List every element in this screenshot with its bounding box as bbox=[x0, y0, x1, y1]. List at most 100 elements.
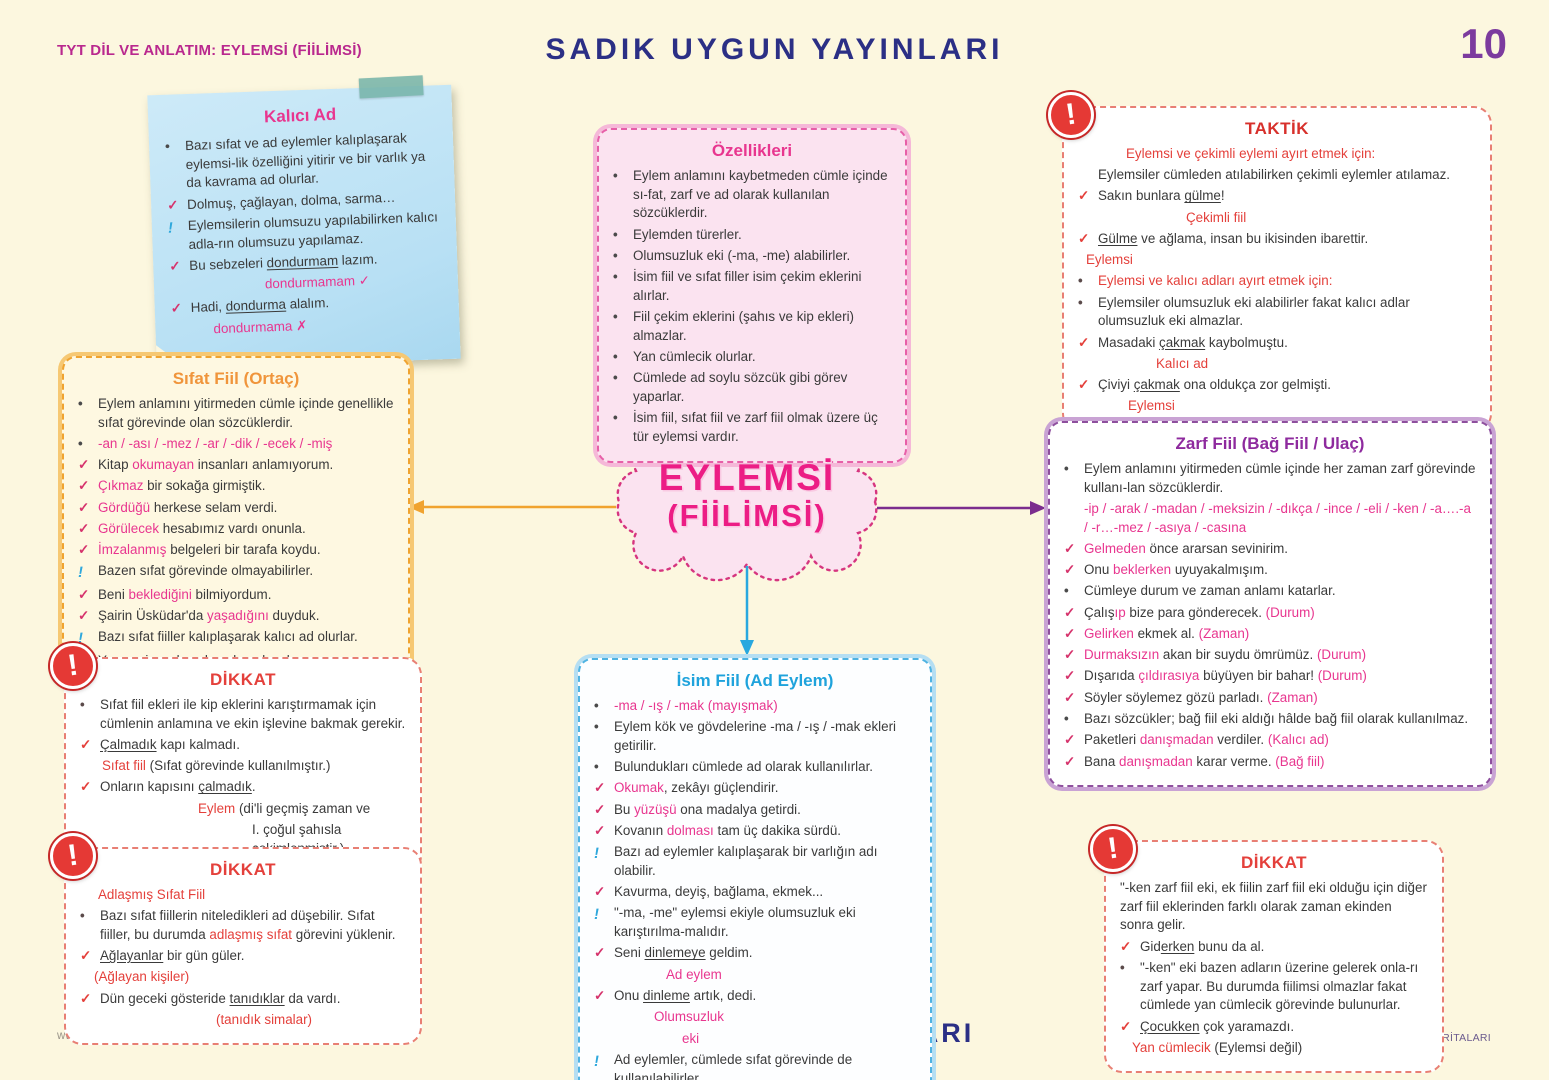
line-text: Onu dinleme artık, dedi. bbox=[614, 988, 757, 1004]
line-text: Bazı sıfat fiiller kalıplaşarak kalıcı a… bbox=[98, 629, 358, 645]
sticky-note-kalici-ad: Kalıcı Ad •Bazı sıfat ve ad eylemler kal… bbox=[147, 75, 461, 370]
line-text: Cümlede ad soylu sözcük gibi görev yapar… bbox=[633, 370, 848, 405]
text-line: •Eylem anlamını kaybetmeden cümle içinde… bbox=[613, 167, 891, 223]
line-text: -an / -ası / -mez / -ar / -dik / -ecek /… bbox=[98, 435, 333, 451]
check-icon: ✓ bbox=[78, 586, 90, 602]
text-line: ✓Paketleri danışmadan verdiler. (Kalıcı … bbox=[1064, 731, 1476, 750]
line-text: Eylem anlamını yitirmeden cümle içinde g… bbox=[98, 395, 394, 430]
line-text: Çalışıp bize para gönderecek. (Durum) bbox=[1084, 604, 1315, 620]
line-text: Kovanın dolması tam üç dakika sürdü. bbox=[614, 822, 842, 838]
text-line: Olumsuzluk bbox=[594, 1008, 916, 1027]
line-text: İsim fiil, sıfat fiil ve zarf fiil olmak… bbox=[633, 410, 878, 445]
box-taktik-title: TAKTİK bbox=[1244, 119, 1310, 138]
bullet-icon: • bbox=[78, 435, 83, 451]
warn-icon: ! bbox=[76, 564, 85, 582]
central-topic-label: EYLEMSİ (FİİLİMSİ) bbox=[617, 457, 877, 533]
check-icon: ✓ bbox=[78, 542, 90, 558]
text-line: • -an / -ası / -mez / -ar / -dik / -ecek … bbox=[78, 435, 394, 454]
text-line: ✓Masadaki çakmak kaybolmuştu. bbox=[1078, 334, 1476, 353]
check-icon: ✓ bbox=[1064, 540, 1076, 556]
warn-icon: ! bbox=[592, 1052, 601, 1070]
box-dikkat-3-body: "-ken zarf fiil eki, ek fiilin zarf fiil… bbox=[1120, 879, 1428, 1058]
text-line: ✓Gelmeden önce ararsan sevinirim. bbox=[1064, 540, 1476, 559]
bullet-icon: • bbox=[78, 395, 83, 411]
line-text: (tanıdık simalar) bbox=[216, 1011, 312, 1027]
line-text: Bana danışmadan karar verme. (Bağ fiil) bbox=[1084, 753, 1325, 769]
line-text: Bazen sıfat görevinde olmayabilirler. bbox=[98, 563, 314, 579]
check-icon: ✓ bbox=[1064, 562, 1076, 578]
box-zarf-fiil-title: Zarf Fiil (Bağ Fiil / Ulaç) bbox=[1175, 434, 1365, 453]
text-line: •Yan cümlecik olurlar. bbox=[613, 348, 891, 367]
text-line: !Ad eylemler, cümlede sıfat görevinde de… bbox=[592, 1051, 916, 1080]
line-text: Durmaksızın akan bir suydu ömrümüz. (Dur… bbox=[1084, 647, 1367, 663]
text-line: Eylem (di'li geçmiş zaman ve bbox=[80, 800, 406, 819]
line-text: Eylemsilerin olumsuzu yapılabilirken kal… bbox=[187, 209, 439, 252]
bullet-icon: • bbox=[613, 370, 618, 386]
text-line: •-ma / -ış / -mak (mayışmak) bbox=[594, 697, 916, 716]
sticky-note-body: •Bazı sıfat ve ad eylemler kalıplaşarak … bbox=[165, 128, 444, 340]
line-text: Eylem (di'li geçmiş zaman ve bbox=[198, 800, 371, 816]
text-line: ✓Kovanın dolması tam üç dakika sürdü. bbox=[594, 822, 916, 841]
text-line: ✓Kavurma, deyiş, bağlama, ekmek... bbox=[594, 883, 916, 902]
line-text: Söyler söylemez gözü parladı. (Zaman) bbox=[1084, 689, 1318, 705]
check-icon: ✓ bbox=[1120, 938, 1132, 954]
text-line: ✓Onların kapısını çalmadık. bbox=[80, 778, 406, 797]
bullet-icon: • bbox=[1120, 959, 1125, 975]
line-text: Bazı sıfat ve ad eylemler kalıplaşarak e… bbox=[184, 130, 426, 191]
bullet-icon: • bbox=[594, 719, 599, 735]
line-text: Paketleri danışmadan verdiler. (Kalıcı a… bbox=[1084, 732, 1329, 748]
check-icon: ✓ bbox=[80, 990, 92, 1006]
check-icon: ✓ bbox=[78, 608, 90, 624]
box-dikkat-3: ! DİKKAT "-ken zarf fiil eki, ek fiilin … bbox=[1090, 826, 1444, 1074]
line-text: Bu yüzüşü ona madalya getirdi. bbox=[614, 801, 801, 817]
line-text: Gülme ve ağlama, insan bu ikisinden ibar… bbox=[1098, 230, 1369, 246]
tape-icon bbox=[358, 75, 424, 99]
text-line: !Bazı ad eylemler kalıplaşarak bir varlı… bbox=[593, 843, 916, 881]
check-icon: ✓ bbox=[80, 948, 92, 964]
check-icon: ✓ bbox=[78, 457, 90, 473]
line-text: Sıfat fiil (Sıfat görevinde kullanılmışt… bbox=[102, 758, 331, 774]
line-text: Görülecek hesabımız vardı onunla. bbox=[98, 520, 306, 536]
line-text: Eylem kök ve gövdelerine -ma / -ış / -ma… bbox=[614, 719, 897, 753]
text-line: ✓Çalışıp bize para gönderecek. (Durum) bbox=[1064, 604, 1476, 623]
line-text: Çalmadık kapı kalmadı. bbox=[100, 736, 240, 752]
bullet-icon: • bbox=[613, 269, 618, 285]
check-icon: ✓ bbox=[78, 499, 90, 515]
publisher-brand-top: SADIK UYGUN YAYINLARI bbox=[545, 33, 1004, 66]
line-text: -ma / -ış / -mak (mayışmak) bbox=[614, 697, 778, 713]
check-icon: ✓ bbox=[78, 478, 90, 494]
line-text: Gelirken ekmek al. (Zaman) bbox=[1084, 625, 1250, 641]
text-line: Kalıcı ad bbox=[1078, 355, 1476, 374]
text-line: ✓Söyler söylemez gözü parladı. (Zaman) bbox=[1064, 689, 1476, 708]
line-text: İmzalanmış belgeleri bir tarafa koydu. bbox=[98, 542, 321, 558]
text-line: (tanıdık simalar) bbox=[80, 1011, 406, 1030]
text-line: ✓Çocukken çok yaramazdı. bbox=[1120, 1018, 1428, 1037]
text-line: "-ken zarf fiil eki, ek fiilin zarf fiil… bbox=[1120, 879, 1428, 935]
check-icon: ✓ bbox=[80, 736, 92, 752]
sticky-note-title: Kalıcı Ad bbox=[263, 104, 337, 127]
text-line: (Ağlayan kişiler) bbox=[80, 968, 406, 987]
check-icon: ✓ bbox=[1064, 625, 1076, 641]
check-icon: ✓ bbox=[594, 988, 606, 1004]
text-line: ✓ Çalmadık kapı kalmadı. bbox=[80, 736, 406, 755]
check-icon: ✓ bbox=[1064, 668, 1076, 684]
central-topic-line2: (FİİLİMSİ) bbox=[667, 497, 827, 533]
line-text: Giderken bunu da al. bbox=[1140, 938, 1265, 954]
text-line: !"-ma, -me" eylemsi ekiyle olumsuzluk ek… bbox=[593, 904, 916, 942]
text-line: Yan cümlecik (Eylemsi değil) bbox=[1120, 1039, 1428, 1058]
text-line: •İsim fiil ve sıfat filler isim çekim ek… bbox=[613, 268, 891, 306]
text-line: ✓Çıkmaz bir sokağa girmiştik. bbox=[78, 477, 394, 496]
line-text: "-ken zarf fiil eki, ek fiilin zarf fiil… bbox=[1120, 879, 1427, 933]
text-line: •Olumsuzluk eki (-ma, -me) alabilirler. bbox=[613, 247, 891, 266]
check-icon: ✓ bbox=[1064, 753, 1076, 769]
text-line: ✓ Giderken bunu da al. bbox=[1120, 938, 1428, 957]
box-ozellikleri-body: •Eylem anlamını kaybetmeden cümle içinde… bbox=[613, 167, 891, 447]
box-ozellikleri: Özellikleri •Eylem anlamını kaybetmeden … bbox=[597, 128, 907, 463]
text-line: ✓Onu beklerken uyuyakalmışım. bbox=[1064, 561, 1476, 580]
check-icon: ✓ bbox=[1064, 647, 1076, 663]
text-line: •Bazı sıfat fiillerin niteledikleri ad d… bbox=[80, 907, 406, 945]
line-text: Cümleye durum ve zaman anlamı katarlar. bbox=[1084, 583, 1336, 599]
box-sifat-fiil: Sıfat Fiil (Ortaç) •Eylem anlamını yitir… bbox=[62, 356, 410, 687]
check-icon: ✓ bbox=[1078, 188, 1090, 204]
line-text: Bazı sözcükler; bağ fiil eki aldığı hâld… bbox=[1084, 710, 1469, 726]
